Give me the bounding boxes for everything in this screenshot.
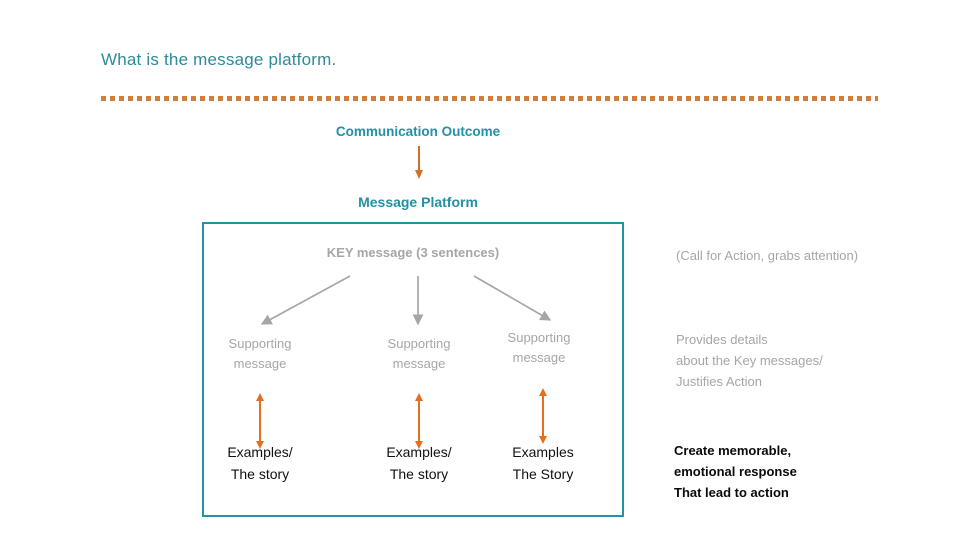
supporting-message-3: Supporting message: [507, 330, 571, 366]
key-message-label: KEY message (3 sentences): [326, 245, 500, 260]
arrow-head-up: [414, 393, 423, 401]
example-story-1: Examples/ The story: [227, 444, 293, 482]
supporting-message-2: Supporting message: [387, 336, 451, 372]
dotted-divider: [101, 96, 878, 101]
branch-arrow-left: [260, 275, 351, 325]
example-story-2: Examples/ The story: [386, 444, 452, 482]
arrow-head: [414, 170, 423, 179]
double-arrow-icon-1: [254, 393, 266, 449]
arrow-down-icon: [414, 146, 423, 180]
annotation-call-for-action: (Call for Action, grabs attention): [676, 248, 859, 263]
double-arrow-icon-2: [413, 393, 425, 449]
arrow-head-down: [255, 441, 264, 449]
example-story-3: Examples The Story: [512, 444, 574, 482]
supporting-message-1: Supporting message: [228, 336, 292, 372]
arrow-head-up: [538, 388, 547, 396]
annotation-create-memorable: Create memorable, emotional response Tha…: [674, 443, 797, 501]
branch-arrows-group: [260, 275, 552, 326]
arrow-head-down: [538, 436, 547, 444]
communication-outcome-label: Communication Outcome: [335, 124, 501, 139]
branch-arrow-right: [473, 275, 552, 321]
annotation-provides-details: Provides details about the Key messages/…: [676, 332, 823, 390]
arrow-shaft: [418, 146, 420, 172]
arrow-shaft: [418, 399, 421, 443]
arrow-shaft: [542, 394, 545, 438]
arrow-head-down: [414, 441, 423, 449]
page-title: What is the message platform.: [101, 50, 337, 69]
message-platform-label: Message Platform: [358, 194, 478, 210]
arrow-head-up: [255, 393, 264, 401]
message-platform-box: [202, 222, 624, 517]
arrow-shaft: [259, 399, 262, 443]
double-arrow-icon-3: [537, 388, 549, 444]
